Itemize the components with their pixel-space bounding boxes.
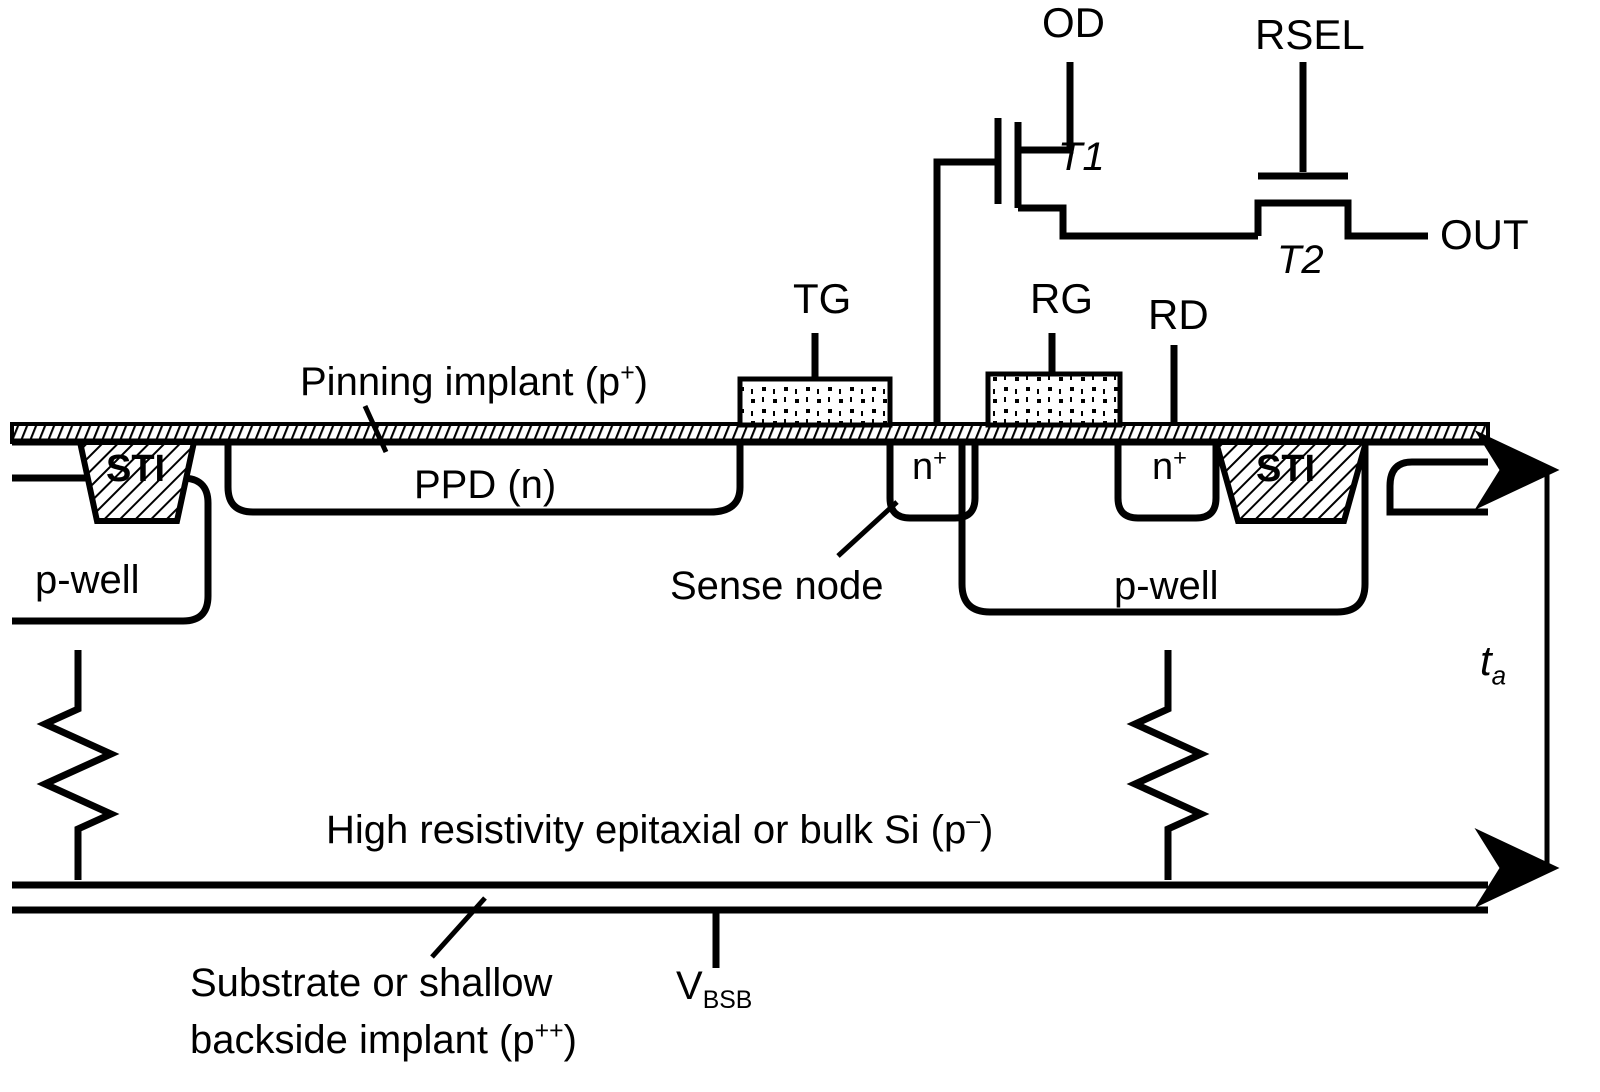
sense-node-label: Sense node xyxy=(670,564,884,608)
vbsb-subscript: BSB xyxy=(702,987,753,1014)
ppd-label: PPD (n) xyxy=(414,463,557,507)
pinning-implant-tail: ) xyxy=(634,360,648,404)
nplus-rd-superscript: + xyxy=(1173,444,1187,471)
out-label: OUT xyxy=(1440,211,1529,258)
epitaxial-tail: ) xyxy=(980,808,994,852)
sti-trenches xyxy=(76,439,1370,524)
readout-circuit xyxy=(933,62,1428,434)
t2-channel-wire xyxy=(1254,199,1428,240)
p-well-far-right-region xyxy=(1386,458,1488,516)
nplus-sense-superscript: + xyxy=(933,444,947,471)
t1-label: T1 xyxy=(1058,135,1105,179)
tg-label: TG xyxy=(793,275,852,322)
bulk-resistors xyxy=(36,650,1210,880)
sti-left-shape xyxy=(76,439,198,524)
t2-label: T2 xyxy=(1277,238,1324,282)
sense-node-to-t1-gate-wire xyxy=(933,158,998,434)
rg-poly-gate xyxy=(985,371,1123,428)
od-supply-wire xyxy=(1018,62,1074,154)
nplus-rd-text: n xyxy=(1152,446,1174,488)
pinning-implant-superscript: + xyxy=(620,359,635,387)
vbsb-text: V xyxy=(676,964,703,1008)
rsel-label: RSEL xyxy=(1255,11,1365,58)
p-well-left-region xyxy=(12,474,212,625)
pinning-implant-label: Pinning implant (p+) xyxy=(300,359,648,404)
nplus-sense-label: n+ xyxy=(912,446,947,488)
sense-node-leader xyxy=(836,500,899,558)
od-label: OD xyxy=(1042,0,1105,46)
substrate-line2-superscript: ++ xyxy=(534,1017,564,1045)
nplus-rd-label: n+ xyxy=(1152,446,1187,488)
backside-substrate xyxy=(12,881,1488,968)
substrate-line2-text: backside implant (p xyxy=(190,1018,535,1062)
p-well-right-region xyxy=(958,442,1369,616)
rd-nplus xyxy=(1114,442,1220,522)
pinning-implant-text: Pinning implant (p xyxy=(300,360,621,404)
substrate-label-line1: Substrate or shallow xyxy=(190,961,553,1005)
pinning-implant-leader xyxy=(362,404,389,454)
sti-right-shape xyxy=(1212,439,1370,524)
p-well-left-label: p-well xyxy=(35,558,140,602)
rg-label: RG xyxy=(1030,275,1093,322)
vbsb-label: VBSB xyxy=(676,964,752,1013)
substrate-line2-tail: ) xyxy=(563,1018,577,1062)
nplus-sense-text: n xyxy=(912,446,934,488)
resistor-left-symbol xyxy=(36,650,120,880)
doping-regions xyxy=(12,442,1488,625)
tg-poly-gate xyxy=(737,376,893,428)
epitaxial-superscript: – xyxy=(966,807,981,835)
t1-source-wire xyxy=(1018,204,1258,240)
sti-left-label: STI xyxy=(106,448,166,490)
gate-stems xyxy=(811,333,1178,434)
sti-right-label: STI xyxy=(1256,448,1316,490)
ta-subscript: a xyxy=(1491,660,1507,691)
epitaxial-label: High resistivity epitaxial or bulk Si (p… xyxy=(326,807,994,852)
rd-label: RD xyxy=(1148,291,1209,338)
poly-gates xyxy=(737,371,1123,428)
ta-text: t xyxy=(1480,637,1492,684)
p-well-right-label: p-well xyxy=(1114,564,1219,608)
epitaxial-text: High resistivity epitaxial or bulk Si (p xyxy=(326,808,967,852)
ppd-n-region xyxy=(224,442,744,516)
ta-label: ta xyxy=(1480,637,1506,689)
substrate-label-line2: backside implant (p++) xyxy=(190,1017,577,1062)
resistor-right-symbol xyxy=(1126,650,1210,880)
